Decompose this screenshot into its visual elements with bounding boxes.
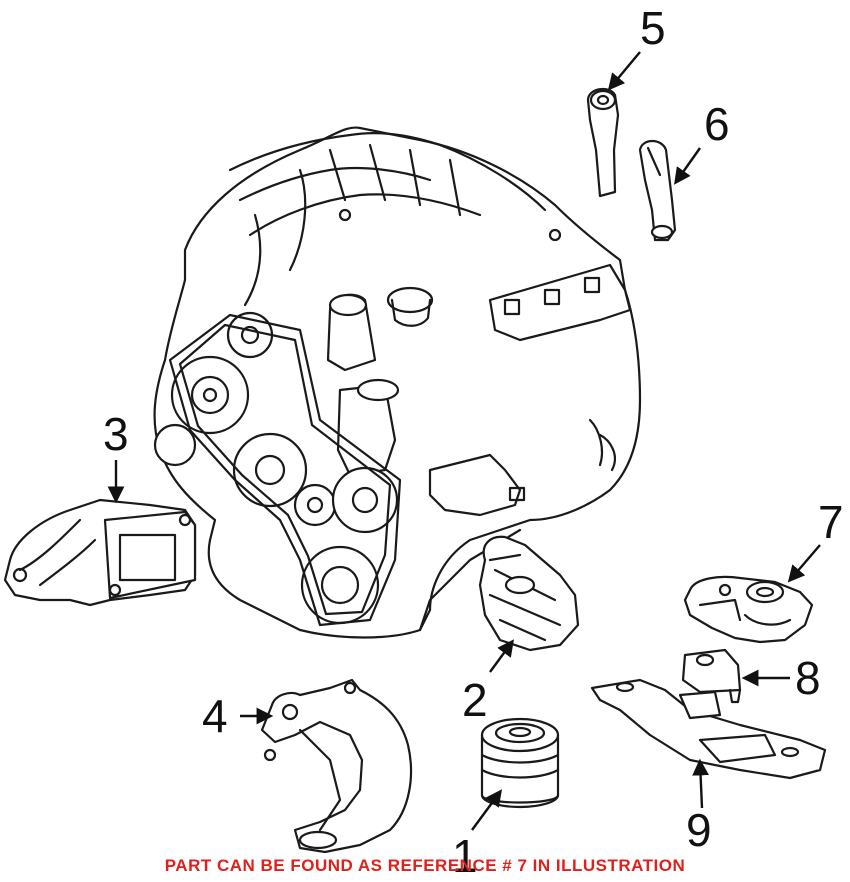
- callout-8-label[interactable]: 8: [795, 652, 821, 704]
- part-5-bracket: [586, 87, 620, 198]
- callout-6-arrow: [674, 147, 701, 185]
- callout-1-arrow: [471, 789, 502, 831]
- callout-7-arrow: [787, 544, 821, 583]
- callout-2-label[interactable]: 2: [462, 674, 488, 726]
- part-6-bracket: [638, 139, 677, 242]
- part-7-engine-mount[interactable]: [683, 575, 814, 644]
- callout-5-arrow: [607, 51, 641, 91]
- part-4-bracket: [260, 678, 413, 854]
- callout-4-label[interactable]: 4: [202, 690, 228, 742]
- callout-2-arrow: [489, 639, 514, 673]
- callout-9-label[interactable]: 9: [686, 804, 712, 856]
- part-3-transmission-mount: [3, 498, 197, 607]
- callout-3-label[interactable]: 3: [103, 408, 129, 460]
- part-8-mount-pad: [681, 648, 742, 704]
- part-2-engine-mount: [478, 535, 580, 652]
- part-9-bracket-plate: [590, 678, 827, 780]
- part-1-rubber-mount: [480, 717, 560, 809]
- callout-numbers: 5 6 3 7 8 2 4 1 9: [103, 2, 844, 882]
- callout-9-arrow: [692, 758, 709, 809]
- callout-7-label[interactable]: 7: [818, 496, 844, 548]
- engine-assembly: [153, 126, 642, 639]
- callout-arrows: [107, 51, 821, 831]
- reference-note: PART CAN BE FOUND AS REFERENCE # 7 IN IL…: [164, 856, 686, 875]
- callout-1-label[interactable]: 1: [452, 830, 478, 882]
- callout-5-label[interactable]: 5: [640, 2, 666, 54]
- callout-6-label[interactable]: 6: [704, 98, 730, 150]
